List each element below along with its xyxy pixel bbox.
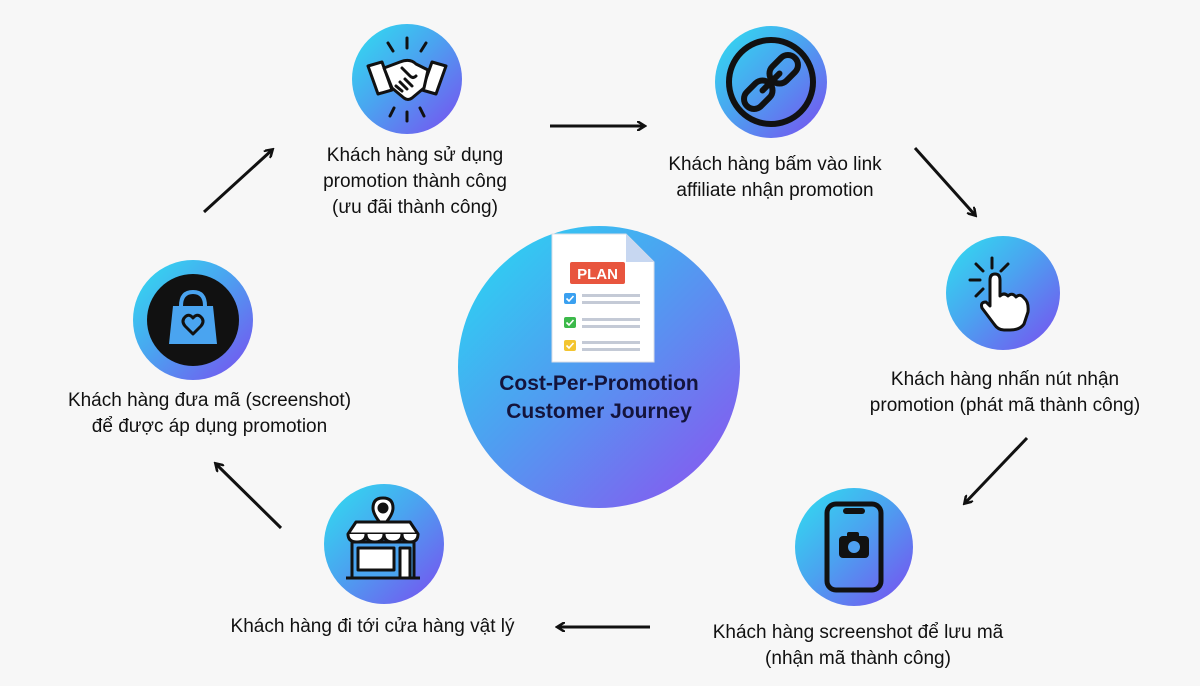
- step1-icon-circle: [352, 24, 462, 134]
- check-box-2: [564, 317, 576, 328]
- center-title: Cost-Per-Promotion Customer Journey: [458, 370, 740, 426]
- step2-label: Khách hàng bấm vào link affiliate nhận p…: [640, 152, 910, 204]
- step1-label-line3: (ưu đãi thành công): [332, 197, 498, 218]
- step5-icon-circle: [324, 484, 444, 604]
- center-title-line1: Cost-Per-Promotion: [499, 372, 699, 395]
- step6-label: Khách hàng đưa mã (screenshot) để được á…: [32, 388, 387, 440]
- phone-camera-icon: [824, 501, 884, 593]
- handshake-icon: [366, 36, 448, 123]
- step6-label-line2: để được áp dụng promotion: [91, 416, 328, 437]
- step4-icon-circle: [795, 488, 913, 606]
- step3-icon-circle: [946, 236, 1060, 350]
- shopping-bag-heart-icon: [147, 274, 239, 366]
- link-icon: [726, 37, 816, 127]
- step4-label: Khách hàng screenshot để lưu mã (nhận mã…: [668, 620, 1048, 672]
- plan-document-icon: PLAN: [551, 233, 655, 363]
- arrow-step5-to-step6: [216, 464, 283, 530]
- step2-label-line2: affiliate nhận promotion: [676, 180, 874, 201]
- step3-label-line1: Khách hàng nhấn nút nhận: [890, 369, 1120, 390]
- arrow-step3-to-step4: [965, 436, 1029, 503]
- step1-label-line2: promotion thành công: [323, 171, 507, 192]
- step5-label: Khách hàng đi tới cửa hàng vật lý: [200, 614, 545, 640]
- step3-label: Khách hàng nhấn nút nhận promotion (phát…: [820, 367, 1190, 419]
- step4-label-line2: (nhận mã thành công): [765, 648, 951, 669]
- plan-badge: [570, 262, 625, 284]
- step5-label-line1: Khách hàng đi tới cửa hàng vật lý: [230, 616, 515, 637]
- store-location-icon: [346, 496, 420, 580]
- step3-label-line2: promotion (phát mã thành công): [869, 395, 1141, 416]
- step1-label: Khách hàng sử dụng promotion thành công …: [290, 143, 540, 221]
- plan-badge-text: PLAN: [577, 266, 618, 283]
- step6-label-line1: Khách hàng đưa mã (screenshot): [67, 390, 352, 411]
- step4-label-line1: Khách hàng screenshot để lưu mã: [712, 622, 1004, 643]
- check-box-1: [564, 293, 576, 304]
- step6-icon-circle: [133, 260, 253, 380]
- arrow-step6-to-step1: [202, 150, 272, 214]
- click-hand-icon: [968, 256, 1030, 332]
- center-title-line2: Customer Journey: [506, 400, 692, 423]
- check-box-3: [564, 340, 576, 351]
- step2-label-line1: Khách hàng bấm vào link: [668, 154, 882, 175]
- step2-icon-circle: [715, 26, 827, 138]
- step1-label-line1: Khách hàng sử dụng: [326, 145, 504, 166]
- arrow-step2-to-step3: [913, 146, 975, 215]
